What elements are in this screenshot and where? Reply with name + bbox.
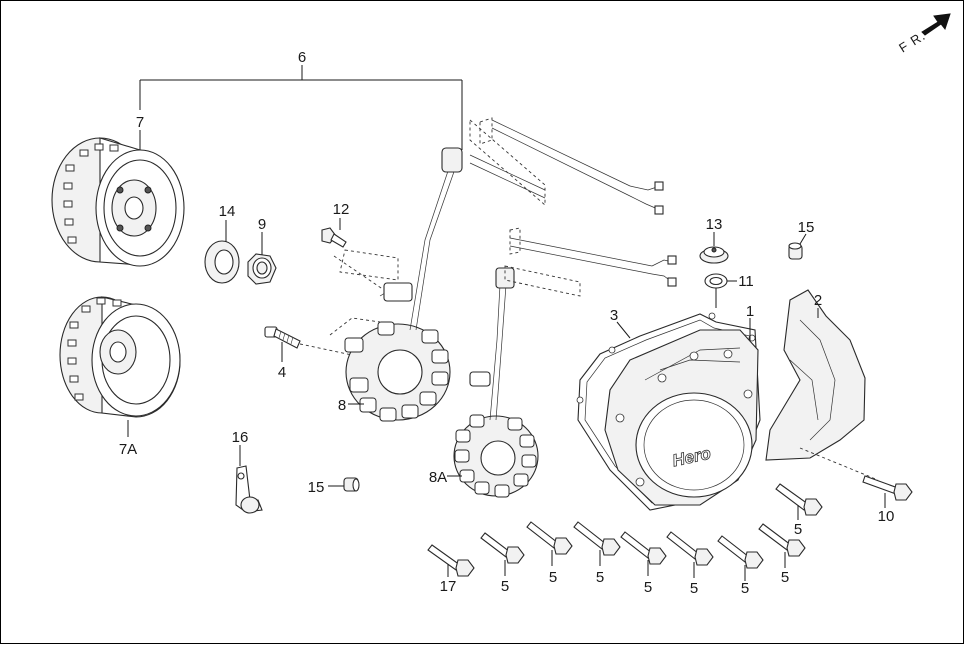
callout-15-right: 15 bbox=[798, 219, 815, 236]
front-direction-marker: F R. bbox=[896, 13, 951, 56]
dowel-part-15-left bbox=[343, 477, 360, 492]
callout-5-e: 5 bbox=[690, 580, 698, 597]
bolt-part-5-e bbox=[666, 531, 714, 566]
wire-harness-8 bbox=[469, 117, 664, 215]
flywheel-part-7a bbox=[59, 296, 181, 418]
bolt-part-5-g bbox=[758, 523, 806, 557]
callout-2: 2 bbox=[814, 292, 822, 309]
callout-5-b: 5 bbox=[549, 569, 557, 586]
generator-cover-part-1: Hero bbox=[604, 329, 759, 506]
callout-17: 17 bbox=[440, 578, 457, 595]
callout-6: 6 bbox=[298, 49, 306, 66]
bolt-part-5-c bbox=[573, 521, 621, 556]
stator-part-8 bbox=[344, 147, 463, 422]
callout-1: 1 bbox=[746, 303, 754, 320]
arrow-icon bbox=[921, 13, 951, 36]
dashed-assembly-line bbox=[299, 343, 353, 356]
callout-11: 11 bbox=[738, 273, 754, 290]
callout-5-f: 5 bbox=[741, 580, 749, 597]
washer-part-14 bbox=[204, 240, 240, 284]
dashed-assembly-line bbox=[799, 447, 879, 481]
flywheel-part-7 bbox=[51, 137, 185, 267]
bolt-part-5-a bbox=[480, 532, 525, 564]
callout-5-c: 5 bbox=[596, 569, 604, 586]
outer-cover-part-2 bbox=[765, 289, 866, 461]
callout-8a: 8A bbox=[429, 469, 447, 486]
callout-7a: 7A bbox=[119, 441, 137, 458]
callout-7: 7 bbox=[136, 114, 144, 131]
dashed-assembly-line bbox=[333, 255, 385, 291]
callout-4: 4 bbox=[278, 364, 286, 381]
callout-12: 12 bbox=[333, 201, 350, 218]
plug-part-13 bbox=[699, 246, 729, 264]
bolt-part-5-d bbox=[620, 531, 667, 565]
callout-labels: 6 7 7A 14 9 12 4 8 8A 16 15 13 11 15 3 1… bbox=[119, 49, 895, 597]
bolt-part-4 bbox=[264, 326, 301, 349]
callout-5-a: 5 bbox=[501, 578, 509, 595]
nut-part-9 bbox=[247, 253, 277, 285]
callout-3: 3 bbox=[610, 307, 618, 324]
bolt-part-5-f bbox=[717, 535, 764, 569]
callout-15-left: 15 bbox=[308, 479, 325, 496]
callout-13: 13 bbox=[706, 216, 723, 233]
callout-5-g: 5 bbox=[781, 569, 789, 586]
callout-6-bracket bbox=[139, 65, 463, 150]
bolt-part-10 bbox=[862, 475, 913, 501]
o-ring-part-11 bbox=[704, 273, 728, 289]
stator-part-8a bbox=[453, 227, 677, 498]
leader-15-right bbox=[799, 233, 807, 245]
dashed-assembly-outline bbox=[339, 249, 399, 281]
bolt-part-5-h bbox=[775, 483, 823, 516]
clamp-part-16 bbox=[235, 465, 263, 514]
callout-5-d: 5 bbox=[644, 579, 652, 596]
leader-3 bbox=[616, 321, 631, 339]
callout-14: 14 bbox=[219, 203, 236, 220]
callout-10: 10 bbox=[878, 508, 895, 525]
bolt-part-17 bbox=[427, 544, 475, 577]
dowel-part-15-right bbox=[788, 242, 803, 260]
callout-9: 9 bbox=[258, 216, 266, 233]
callout-16: 16 bbox=[232, 429, 249, 446]
bolt-part-12 bbox=[321, 227, 347, 248]
callout-5-h: 5 bbox=[794, 521, 802, 538]
bolt-part-5-b bbox=[526, 521, 573, 555]
callout-8: 8 bbox=[338, 397, 346, 414]
